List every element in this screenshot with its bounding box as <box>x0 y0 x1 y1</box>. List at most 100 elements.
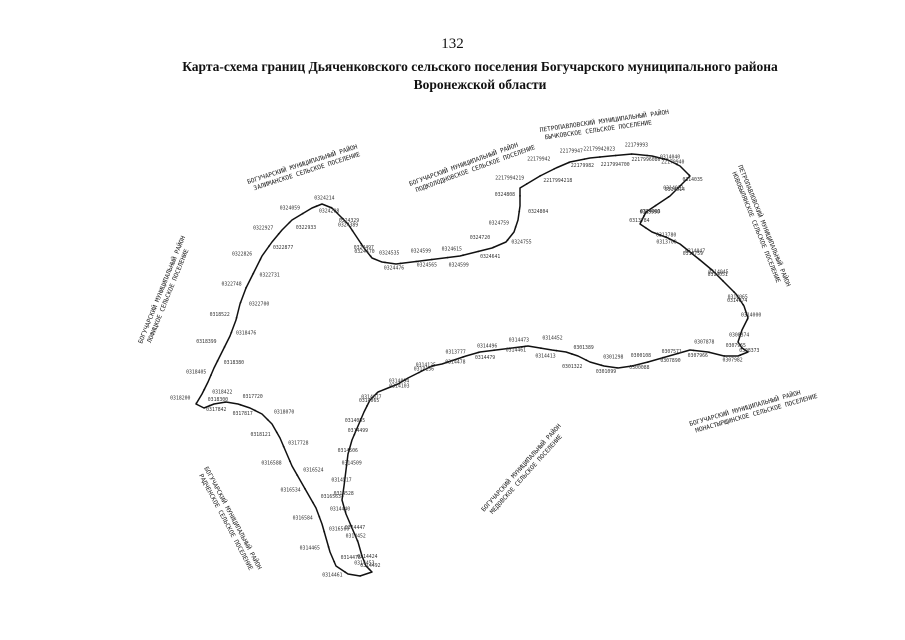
boundary-point-marker <box>360 242 363 245</box>
boundary-point-marker <box>259 258 262 261</box>
boundary-point-label: 0314014 <box>665 187 685 193</box>
boundary-point-label: 0307965 <box>726 343 746 349</box>
boundary-point-marker <box>252 272 255 275</box>
boundary-point-marker <box>643 215 645 217</box>
boundary-point-label: 0318300 <box>208 397 228 403</box>
boundary-point-marker <box>658 234 661 236</box>
boundary-point-label: 0324565 <box>417 262 437 268</box>
boundary-point-marker <box>687 173 690 176</box>
boundary-point-marker <box>356 539 359 542</box>
neighbor-label-line-2: МЕДОВСКОЕ СЕЛЬСКОЕ ПОСЕЛЕНИЕ <box>489 433 564 515</box>
boundary-point-label: 0314047 <box>685 249 705 255</box>
boundary-point-label: 0316534 <box>280 487 300 493</box>
boundary-point-label: 0324720 <box>470 235 490 241</box>
boundary-point-marker <box>239 301 242 304</box>
boundary-point-marker <box>614 154 617 157</box>
boundary-point-label: 0318200 <box>170 396 190 402</box>
boundary-point-label: 0322731 <box>260 273 280 279</box>
boundary-point-label: 0314094 <box>389 378 409 384</box>
boundary-point-marker <box>721 279 724 282</box>
boundary-point-marker <box>430 258 433 261</box>
boundary-point-label: 0314051 <box>708 272 728 278</box>
boundary-point-marker <box>698 258 701 261</box>
boundary-point-marker <box>599 156 601 158</box>
boundary-point-label: 0317842 <box>206 407 226 413</box>
boundary-point-marker <box>525 183 528 185</box>
neighbor-label-novobylyanskoe: ПЕТРОПАВЛОВСКИЙ МУНИЦИПАЛЬНЫЙ РАЙОН НОВО… <box>730 163 793 288</box>
boundary-point-label: 0314478 <box>341 555 361 561</box>
boundary-point-label: 0322933 <box>296 225 316 231</box>
boundary-point-marker <box>203 388 206 391</box>
boundary-point-label: 0324599 <box>411 249 431 255</box>
boundary-point-marker <box>723 355 726 357</box>
boundary-point-label: 0314528 <box>334 491 354 497</box>
boundary-point-label: 0313777 <box>446 349 466 355</box>
boundary-point-marker <box>384 261 386 264</box>
boundary-point-marker <box>673 240 675 243</box>
boundary-point-marker <box>348 448 351 451</box>
boundary-point-marker <box>245 286 248 289</box>
neighbor-label-line-1: БОГУЧАРСКИЙ МУНИЦИПАЛЬНЫЙ РАЙОН <box>479 421 563 513</box>
boundary-point-label: 0318476 <box>236 330 256 336</box>
boundary-point-marker <box>330 206 332 209</box>
neighbor-label-line-1: БОГУЧАРСКИЙ МУНИЦИПАЛЬНЫЙ РАЙОН <box>136 234 188 345</box>
boundary-point-marker <box>216 360 219 362</box>
boundary-point-marker <box>631 365 634 367</box>
boundary-point-marker <box>359 419 362 422</box>
boundary-point-marker <box>524 345 527 348</box>
boundary-point-marker <box>375 392 378 395</box>
boundary-point-label: 0307571 <box>662 349 682 355</box>
boundary-point-marker <box>646 361 649 363</box>
neighbor-label-lofitskoe: БОГУЧАРСКИЙ МУНИЦИПАЛЬНЫЙ РАЙОН ЛОФИЦКОЕ… <box>136 234 191 345</box>
boundary-point-label: 0314452 <box>542 335 562 341</box>
boundary-point-marker <box>224 401 226 404</box>
boundary-point-marker <box>208 404 211 407</box>
boundary-point-marker <box>239 403 242 406</box>
boundary-point-marker <box>210 374 212 377</box>
boundary-point-label: 0314424 <box>357 554 377 560</box>
boundary-point-marker <box>399 262 402 265</box>
boundary-point-label: 0314023 <box>663 186 683 192</box>
boundary-point-marker <box>288 221 291 224</box>
boundary-point-marker <box>235 316 238 319</box>
boundary-point-label: 0313784 <box>629 218 649 224</box>
boundary-point-marker <box>539 174 542 177</box>
boundary-point-marker <box>230 331 233 334</box>
boundary-point-label: 0301298 <box>603 355 623 361</box>
boundary-point-label: 0314496 <box>477 344 497 350</box>
boundary-point-marker <box>571 353 573 355</box>
boundary-point-label: 0324470 <box>354 249 374 255</box>
boundary-point-label: 0307890 <box>660 358 680 364</box>
boundary-point-marker <box>327 546 330 548</box>
boundary-point-label: 0324808 <box>495 192 515 198</box>
boundary-point-label: 0316588 <box>261 461 281 467</box>
boundary-point-marker <box>646 154 648 157</box>
boundary-point-label: 0314479 <box>475 355 495 361</box>
boundary-point-marker <box>351 229 354 232</box>
boundary-point-marker <box>661 157 664 160</box>
boundary-point-marker <box>345 464 348 466</box>
boundary-point-marker <box>514 226 517 228</box>
boundary-point-label: 0324535 <box>379 251 399 257</box>
boundary-point-marker <box>553 167 556 170</box>
boundary-point-label: 0300088 <box>629 365 649 371</box>
page-number: 132 <box>441 36 464 52</box>
boundary-point-label: 0318422 <box>212 390 232 396</box>
boundary-point-marker <box>266 418 269 421</box>
neighbor-label-monastyrshchinskoe: БОГУЧАРСКИЙ МУНИЦИПАЛЬНЫЙ РАЙОН МОНАСТЫР… <box>688 387 819 434</box>
neighbor-label-line-2: НОВОБЫЛЯНСКОЕ СЕЛЬСКОЕ ПОСЕЛЕНИЕ <box>730 171 781 284</box>
boundary-point-label: 0314045 <box>708 269 728 275</box>
boundary-point-label: 0316563 <box>321 494 341 500</box>
boundary-point-marker <box>296 474 299 476</box>
boundary-point-label: 0313780 <box>656 233 676 239</box>
boundary-point-marker <box>692 349 695 352</box>
boundary-point-label: 2217994218 <box>543 178 572 184</box>
boundary-point-marker <box>662 356 664 359</box>
boundary-point-marker <box>353 433 356 436</box>
boundary-point-label: 0316524 <box>303 468 323 474</box>
boundary-point-label: 0314077 <box>361 394 381 400</box>
boundary-point-marker <box>404 379 406 381</box>
boundary-point-marker <box>343 479 346 482</box>
boundary-point-marker <box>350 525 353 528</box>
